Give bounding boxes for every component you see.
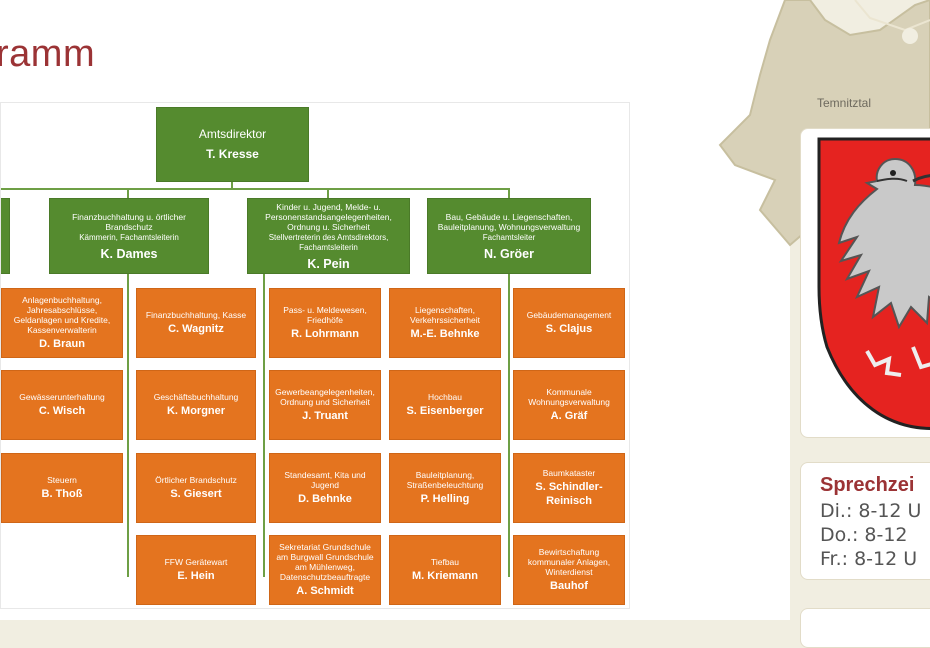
unit-name: A. Schmidt — [296, 585, 354, 597]
unit-name: K. Morgner — [166, 405, 226, 417]
unit-name: A. Gräf — [550, 410, 588, 422]
coat-of-arms-icon — [817, 137, 930, 430]
department-role: Bau, Gebäude u. Liegenschaften, Bauleitp… — [437, 211, 581, 232]
department-subtitle: Kämmerin, Fachamtsleiterin — [79, 232, 179, 242]
unit-role: Örtlicher Brandschutz — [155, 475, 237, 485]
connector-line — [263, 273, 265, 577]
unit-box: Finanzbuchhaltung, Kasse C. Wagnitz — [136, 288, 256, 358]
unit-role: Pass- u. Meldewesen, Friedhöfe — [283, 305, 367, 325]
department-head: K. Dames — [100, 246, 158, 261]
unit-name: S. Schindler-Reinisch — [535, 481, 603, 507]
unit-box: Sekretariat Grundschule am Burgwall Grun… — [269, 535, 381, 605]
unit-role: Baumkataster — [542, 468, 596, 478]
unit-box: Liegenschaften, Verkehrssicherheit M.-E.… — [389, 288, 501, 358]
department-box: Finanzbuchhaltung u. örtlicher Brandschu… — [49, 198, 209, 274]
connector-line — [127, 188, 129, 200]
unit-box: Standesamt, Kita und Jugend D. Behnke — [269, 453, 381, 523]
unit-box: Baumkataster S. Schindler-Reinisch — [513, 453, 625, 523]
unit-name: S. Clajus — [545, 323, 593, 335]
unit-box: Steuern B. Thoß — [1, 453, 123, 523]
unit-name: C. Wisch — [38, 405, 86, 417]
unit-name: S. Eisenberger — [406, 405, 484, 417]
unit-box: Bewirtschaftung kommunaler Anlagen, Wint… — [513, 535, 625, 605]
unit-role: FFW Gerätewart — [164, 557, 228, 567]
unit-role: Gewässerunterhaltung — [19, 392, 105, 402]
department-head: N. Gröer — [483, 246, 534, 261]
unit-box: Bauleitplanung, Straßenbeleuchtung P. He… — [389, 453, 501, 523]
unit-role: Gewerbeangelegenheiten, Ordnung und Sich… — [275, 387, 375, 407]
unit-name: Bauhof — [550, 580, 588, 592]
unit-role: Kommunale Wohnungsverwaltung — [528, 387, 610, 407]
map-region-label: Temnitztal — [817, 96, 872, 110]
unit-box: Pass- u. Meldewesen, Friedhöfe R. Lohrma… — [269, 288, 381, 358]
unit-name: D. Braun — [39, 338, 85, 350]
unit-name: C. Wagnitz — [168, 323, 224, 335]
unit-role: Hochbau — [427, 392, 463, 402]
unit-box: Kommunale Wohnungsverwaltung A. Gräf — [513, 370, 625, 440]
coat-of-arms-card — [800, 128, 930, 438]
unit-box: Anlagenbuchhaltung, Jahresabschlüsse, Ge… — [1, 288, 123, 358]
connector-line — [231, 181, 233, 190]
connector-line — [508, 188, 510, 200]
connector-line — [1, 188, 510, 190]
unit-role: Bewirtschaftung kommunaler Anlagen, Wint… — [527, 547, 611, 577]
director-box: Amtsdirektor T. Kresse — [156, 107, 309, 182]
unit-name: B. Thoß — [41, 488, 83, 500]
connector-line — [127, 273, 129, 577]
unit-box: Hochbau S. Eisenberger — [389, 370, 501, 440]
unit-box: Gebäudemanagement S. Clajus — [513, 288, 625, 358]
unit-role: Geschäftsbuchhaltung — [153, 392, 239, 402]
office-hours-line: Do.: 8-12 — [820, 524, 908, 546]
department-subtitle: Fachamtsleiter — [482, 232, 536, 242]
department-head: K. Pein — [307, 256, 350, 271]
department-role: Finanzbuchhaltung u. örtlicher Brandschu… — [72, 211, 186, 232]
page-title: ramm — [0, 33, 96, 75]
office-hours-line: Fr.: 8-12 U — [820, 548, 918, 570]
unit-role: Tiefbau — [430, 557, 460, 567]
department-box: Kinder u. Jugend, Melde- u. Personenstan… — [247, 198, 410, 274]
unit-name: M. Kriemann — [411, 570, 478, 582]
department-subtitle: Stellvertreterin des Amtsdirektors, Fach… — [268, 232, 389, 252]
department-box-cut — [1, 198, 10, 274]
unit-box: Tiefbau M. Kriemann — [389, 535, 501, 605]
unit-role: Bauleitplanung, Straßenbeleuchtung — [406, 470, 484, 490]
unit-box: Örtlicher Brandschutz S. Giesert — [136, 453, 256, 523]
director-role: Amtsdirektor — [198, 127, 267, 141]
unit-role: Anlagenbuchhaltung, Jahresabschlüsse, Ge… — [13, 295, 111, 335]
unit-name: S. Giesert — [170, 488, 222, 500]
unit-role: Gebäudemanagement — [526, 310, 612, 320]
unit-name: E. Hein — [177, 570, 215, 582]
unit-role: Finanzbuchhaltung, Kasse — [145, 310, 247, 320]
unit-name: D. Behnke — [298, 493, 352, 505]
sidebar-card — [800, 608, 930, 648]
unit-name: P. Helling — [420, 493, 470, 505]
unit-role: Steuern — [47, 475, 77, 485]
unit-name: M.-E. Behnke — [410, 328, 480, 340]
org-chart-image: Amtsdirektor T. Kresse Finanzbuchhaltung… — [0, 102, 630, 609]
connector-line — [327, 188, 329, 200]
main-content: ramm Amtsdirektor T. Kresse Finanzbuchha… — [0, 0, 790, 620]
connector-line — [508, 273, 510, 577]
unit-name: R. Lohrmann — [291, 328, 359, 340]
unit-role: Sekretariat Grundschule am Burgwall Grun… — [276, 542, 374, 582]
department-box: Bau, Gebäude u. Liegenschaften, Bauleitp… — [427, 198, 591, 274]
office-hours-card — [800, 462, 930, 580]
unit-box: Geschäftsbuchhaltung K. Morgner — [136, 370, 256, 440]
office-hours-title: Sprechzei — [820, 474, 915, 496]
unit-name: J. Truant — [302, 410, 348, 422]
unit-box: Gewässerunterhaltung C. Wisch — [1, 370, 123, 440]
unit-box: Gewerbeangelegenheiten, Ordnung und Sich… — [269, 370, 381, 440]
unit-role: Liegenschaften, Verkehrssicherheit — [410, 305, 480, 325]
director-name: T. Kresse — [206, 147, 259, 161]
unit-box: FFW Gerätewart E. Hein — [136, 535, 256, 605]
department-role: Kinder u. Jugend, Melde- u. Personenstan… — [265, 201, 392, 232]
unit-role: Standesamt, Kita und Jugend — [284, 470, 366, 490]
office-hours-line: Di.: 8-12 U — [820, 500, 922, 522]
